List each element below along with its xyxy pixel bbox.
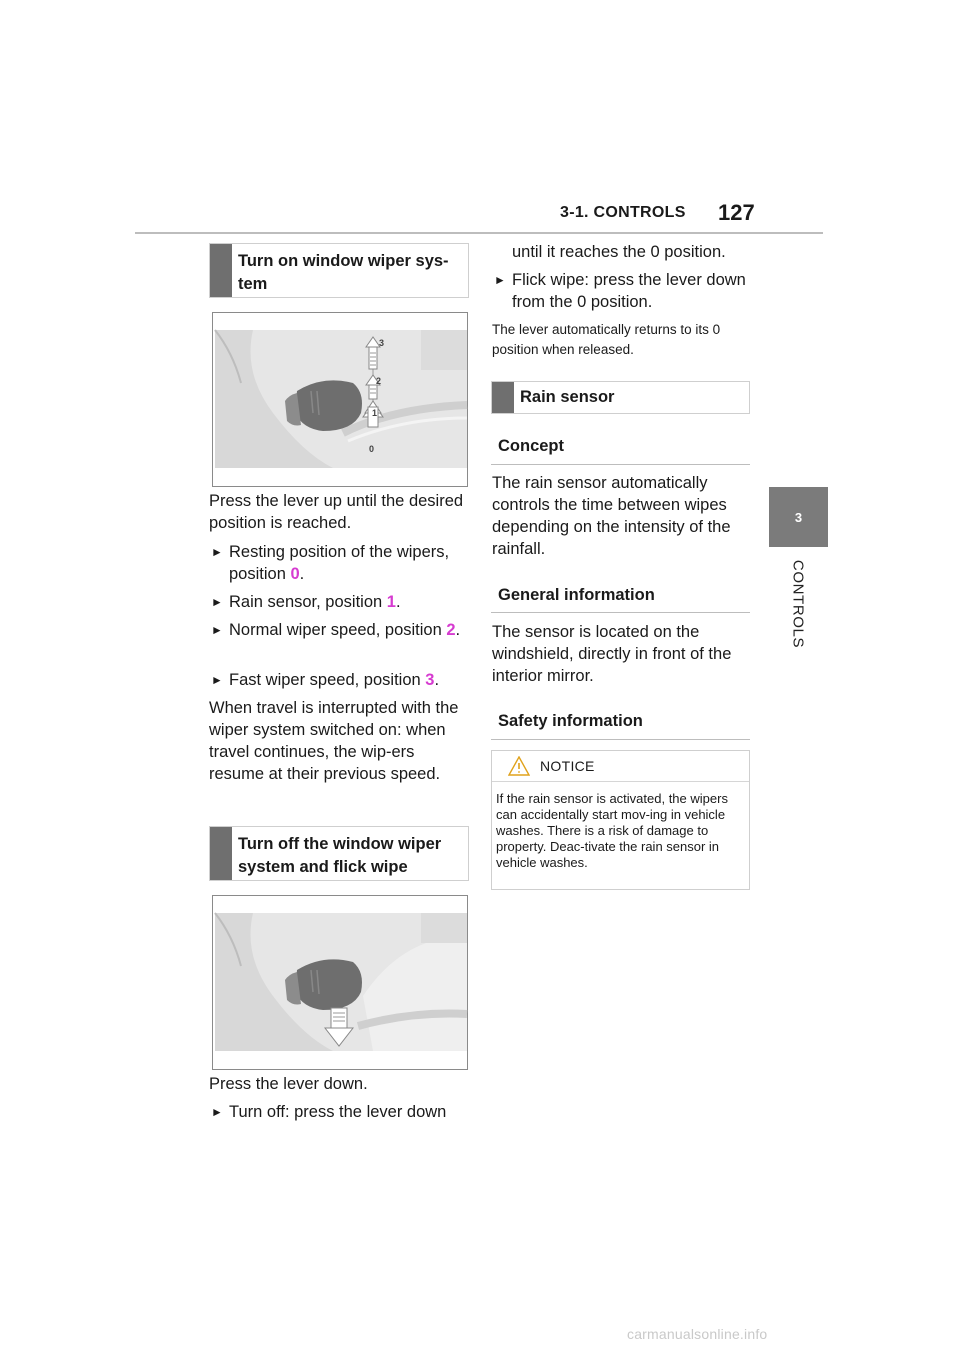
bullet-text: Normal wiper speed, position [229, 621, 447, 639]
watermark: carmanualsonline.info [627, 1326, 768, 1342]
header-rule [135, 232, 823, 234]
bullet-end: . [455, 621, 461, 639]
chapter-tab: 3 [769, 487, 828, 547]
chapter-label: CONTROLS [787, 556, 809, 652]
heading-turn-off: Turn off the window wiper system and fli… [209, 826, 469, 881]
para-travel-interrupted: When travel is interrupted with the wipe… [209, 699, 459, 783]
bullet-marker-icon: ► [211, 673, 223, 687]
para-general-information: The sensor is located on the windshield,… [492, 623, 732, 685]
heading-turn-off-text: Turn off the window wiper system and fli… [238, 835, 442, 876]
figure-wiper-lever-up: 3 2 1 0 [212, 312, 468, 487]
heading-turn-on-text: Turn on window wiper sys- tem [238, 252, 449, 293]
section-title: 3-1. CONTROLS [560, 204, 686, 221]
page-number: 127 [718, 200, 755, 225]
bullet-text: Rain sensor, position [229, 593, 387, 611]
bullet-text: Turn off: press the lever down [229, 1103, 447, 1121]
subheading-concept: Concept [498, 437, 564, 455]
para-continued: until it reaches the 0 position. [512, 243, 726, 261]
heading-bar [210, 827, 232, 880]
subheading-rule [491, 612, 750, 613]
position-number: 1 [386, 593, 396, 611]
bullet-end: . [434, 671, 440, 689]
bullet-text: Flick wipe: press the lever down from th… [512, 271, 746, 311]
position-number: 0 [290, 565, 300, 583]
bullet-marker-icon: ► [494, 273, 506, 287]
para-press-down: Press the lever down. [209, 1075, 368, 1093]
position-number: 3 [425, 671, 435, 689]
bullet-position-0: ► Resting position of the wipers, positio… [211, 541, 473, 585]
bullet-text: Fast wiper speed, position [229, 671, 426, 689]
chapter-label-text: CONTROLS [789, 559, 807, 649]
bullet-text: Resting position of the wipers, position [229, 543, 450, 583]
para-concept: The rain sensor automatically controls t… [492, 474, 731, 558]
bullet-turn-off: ► Turn off: press the lever down [211, 1101, 473, 1123]
heading-rain-sensor: Rain sensor [491, 381, 750, 414]
subheading-rule [491, 464, 750, 465]
chapter-number: 3 [794, 509, 803, 525]
fig-label-3: 3 [379, 338, 384, 348]
bullet-flick-wipe: ► Flick wipe: press the lever down from t… [494, 269, 756, 313]
subheading-general-information: General information [498, 586, 655, 604]
figure-wiper-lever-down [212, 895, 468, 1070]
fig-label-2: 2 [376, 376, 381, 386]
notice-title: NOTICE [540, 758, 595, 774]
subheading-rule [491, 739, 750, 740]
notice-body: If the rain sensor is activated, the wip… [496, 791, 728, 870]
heading-rain-sensor-text: Rain sensor [520, 388, 615, 406]
bullet-marker-icon: ► [211, 545, 223, 559]
note-lever-returns: The lever automatically returns to its 0… [492, 322, 721, 357]
bullet-position-1: ► Rain sensor, position 1. [211, 591, 473, 613]
warning-triangle-icon [508, 756, 530, 776]
bullet-marker-icon: ► [211, 595, 223, 609]
fig-label-0: 0 [369, 444, 374, 454]
fig-label-1: 1 [372, 408, 377, 418]
para-press-up: Press the lever up until the desired pos… [209, 492, 464, 532]
wiper-lever-down-illustration [214, 912, 468, 1051]
heading-bar [492, 382, 514, 413]
bullet-end: . [395, 593, 401, 611]
bullet-position-2: ► Normal wiper speed, position 2. [211, 619, 473, 641]
heading-turn-on: Turn on window wiper sys- tem [209, 243, 469, 298]
notice-header: NOTICE [492, 751, 749, 782]
subheading-safety-information: Safety information [498, 712, 643, 730]
bullet-end: . [299, 565, 305, 583]
heading-bar [210, 244, 232, 297]
bullet-position-3: ► Fast wiper speed, position 3. [211, 669, 473, 691]
bullet-marker-icon: ► [211, 1105, 223, 1119]
wiper-lever-up-illustration: 3 2 1 0 [214, 329, 468, 468]
notice-box: NOTICE If the rain sensor is activated, … [491, 750, 750, 890]
position-number: 2 [446, 621, 456, 639]
bullet-marker-icon: ► [211, 623, 223, 637]
